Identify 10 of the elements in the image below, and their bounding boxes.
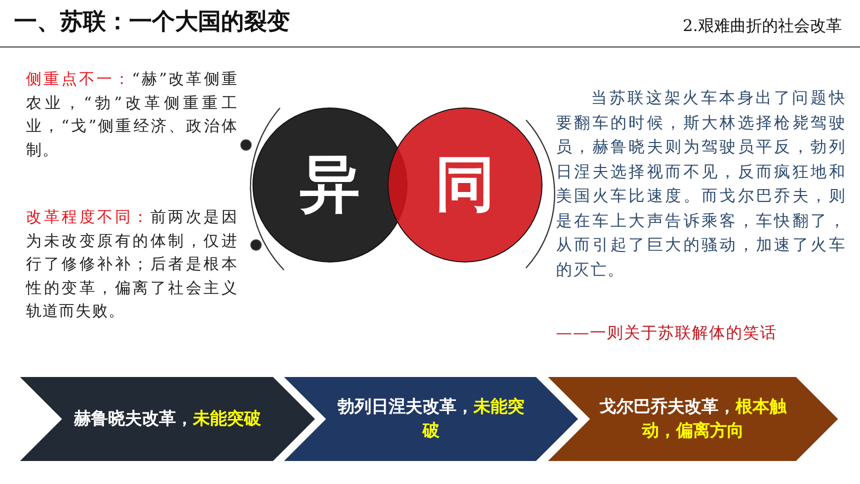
paragraph: 改革程度不同：前两次是因为未改变原有的体制，仅进行了修修补补；后者是根本性的变革，偏离了社会主义轨道而失败。 [26,207,238,322]
paragraph: 侧重点不一：“赫”改革侧重农业，“勃”改革侧重重工业，“戈”侧重经济、政治体制。 [26,69,238,160]
paragraph: 当苏联这架火车本身出了问题快要翻车的时候，斯大林选择枪毙驾驶员，赫鲁晓夫则为驾驶员平反，勃列日涅夫选择视而不见，反而疯狂地和美国火车比速度。而戈尔巴乔夫，则是在车上大声告诉乘客，车快翻了，从而引起了巨大的骚动，加速了火车的灭亡。 [556,87,846,280]
quote-attribution: ——一则关于苏联解体的笑话 [556,323,777,344]
page-title: 一、苏联：一个大国的裂变 [14,8,290,37]
section-subtitle: 2.艰难曲折的社会改革 [682,16,842,37]
chevron-banner: 赫鲁晓夫改革，未能突破 [20,377,315,461]
circle: 同 [387,107,543,263]
chevron-banner: 勃列日涅夫改革，未能突破 [284,377,578,461]
chevron-banner: 戈尔巴乔夫改革，根本触动，偏离方向 [548,377,838,461]
